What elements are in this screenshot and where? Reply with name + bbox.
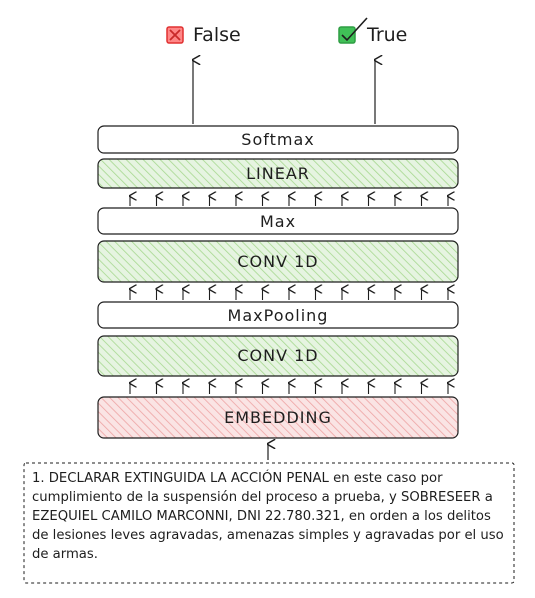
max-layer: Max bbox=[97, 207, 459, 235]
embedding-label: EMBEDDING bbox=[224, 408, 332, 427]
conv1d-label-bottom: CONV 1D bbox=[237, 346, 318, 365]
embedding-layer: EMBEDDING bbox=[97, 396, 459, 439]
linear-label: LINEAR bbox=[246, 164, 310, 183]
linear-layer: LINEAR bbox=[97, 158, 459, 189]
false-label: False bbox=[193, 24, 241, 46]
output-true: True bbox=[338, 17, 407, 46]
true-label: True bbox=[366, 24, 407, 46]
arrow-row-maxpooling-to-conv bbox=[130, 289, 448, 300]
input-text: 1. DECLARAR EXTINGUIDA LA ACCIÓN PENAL e… bbox=[32, 471, 504, 562]
arrow-row-embedding-to-conv bbox=[130, 383, 448, 394]
check-checkbox-icon bbox=[338, 17, 368, 44]
conv1d-layer-bottom: CONV 1D bbox=[97, 335, 459, 377]
softmax-label: Softmax bbox=[241, 130, 314, 149]
arrow-row-max-to-linear bbox=[130, 196, 448, 206]
max-label: Max bbox=[260, 212, 296, 231]
input-text-box bbox=[23, 462, 515, 584]
output-false: False bbox=[166, 24, 241, 46]
conv1d-label-top: CONV 1D bbox=[237, 252, 318, 271]
maxpooling-label: MaxPooling bbox=[228, 306, 329, 325]
conv1d-layer-top: CONV 1D bbox=[97, 240, 459, 283]
softmax-layer: Softmax bbox=[97, 125, 459, 154]
maxpooling-layer: MaxPooling bbox=[97, 301, 459, 329]
x-checkbox-icon bbox=[166, 26, 184, 44]
